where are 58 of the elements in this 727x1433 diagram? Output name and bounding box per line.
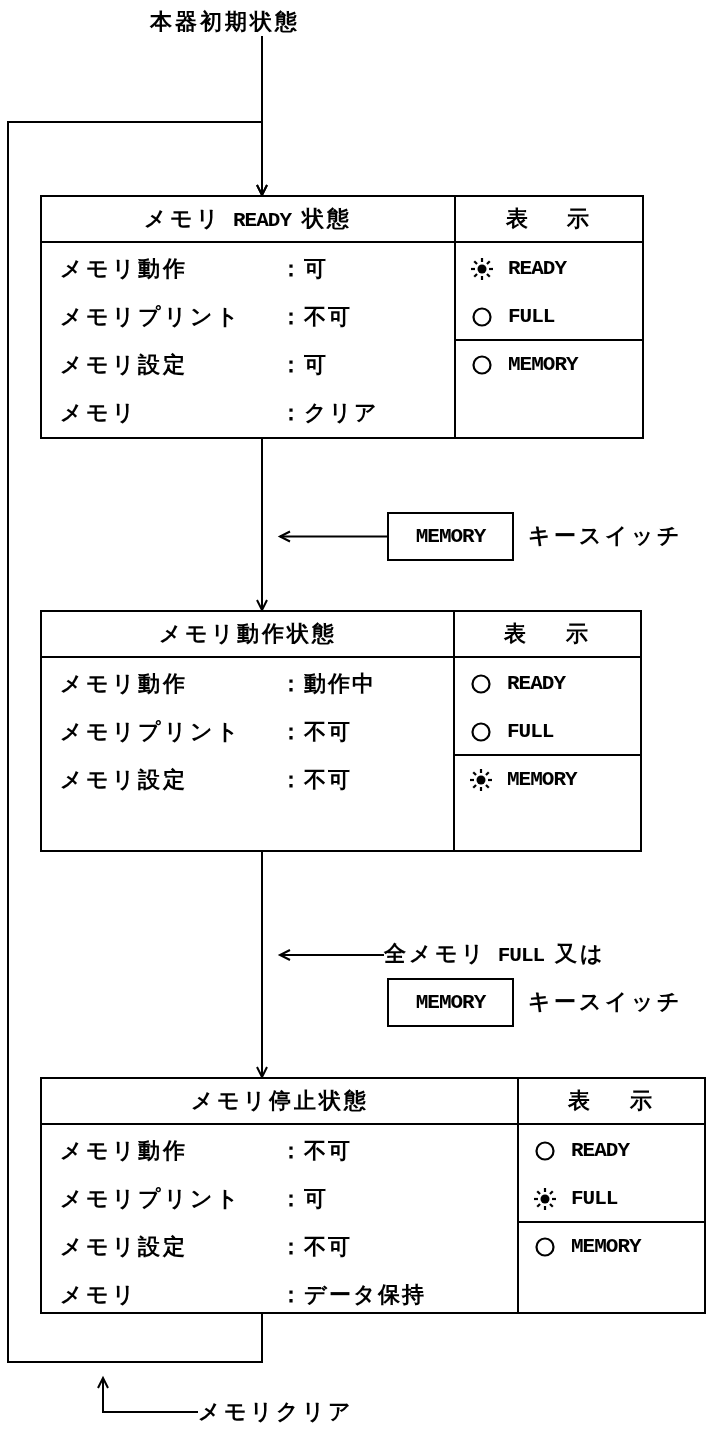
row-value: ：不可 — [280, 718, 352, 746]
lamp-label: MEMORY — [508, 352, 578, 378]
lamp-label: MEMORY — [571, 1234, 641, 1260]
state-label: メモリクリア — [198, 1398, 388, 1426]
arrow — [256, 851, 268, 1078]
row-value: ：動作中 — [280, 670, 376, 698]
row-label: メモリ動作 — [60, 670, 188, 698]
state-table — [40, 1077, 706, 1314]
state-label: 本器初期状態 — [150, 8, 360, 36]
key-box — [387, 978, 514, 1027]
row-value: ：可 — [280, 255, 328, 283]
row-label: メモリ — [60, 399, 138, 427]
row-label: メモリプリント — [60, 718, 242, 746]
table-heading: メモリ動作状態 — [158, 620, 337, 648]
lamp-label: READY — [571, 1138, 629, 1164]
row-label: メモリ — [60, 1281, 138, 1309]
key-caption: キースイッチ — [528, 522, 683, 550]
arrow — [279, 949, 385, 961]
display-panel — [453, 612, 640, 850]
row-label: メモリ動作 — [60, 255, 188, 283]
lamp-label: READY — [508, 256, 566, 282]
lamp-label: MEMORY — [507, 767, 577, 793]
arrow — [256, 438, 268, 611]
row-value: ：データ保持 — [280, 1281, 426, 1309]
row-value: ：不可 — [280, 766, 352, 794]
row-label: メモリ設定 — [60, 766, 188, 794]
key-caption: キースイッチ — [528, 988, 683, 1016]
display-panel — [517, 1079, 704, 1312]
arrow — [97, 1377, 199, 1413]
row-value: ：不可 — [280, 1233, 352, 1261]
arrow — [7, 121, 268, 1363]
panel-heading: 表 示 — [504, 620, 591, 648]
display-panel — [454, 197, 642, 437]
state-table — [40, 195, 644, 439]
row-value: ：不可 — [280, 1137, 352, 1165]
key-label: MEMORY — [415, 991, 486, 1014]
row-label: メモリ設定 — [60, 1233, 188, 1261]
lamp-label: FULL — [507, 719, 554, 745]
row-label: メモリ動作 — [60, 1137, 188, 1165]
state-label: 全メモリ FULL 又は — [384, 940, 684, 970]
row-value: ：クリア — [280, 399, 379, 427]
row-label: メモリプリント — [60, 1185, 242, 1213]
lamp-label: FULL — [571, 1186, 618, 1212]
table-heading: メモリ READY 状態 — [144, 205, 352, 234]
arrow — [279, 530, 388, 543]
row-label: メモリ設定 — [60, 351, 188, 379]
key-label: MEMORY — [415, 525, 486, 548]
panel-heading: 表 示 — [568, 1087, 655, 1115]
lamp-label: READY — [507, 671, 565, 697]
lamp-label: FULL — [508, 304, 555, 330]
table-heading: メモリ停止状態 — [190, 1087, 369, 1115]
key-box — [387, 512, 514, 561]
state-table — [40, 610, 642, 852]
row-label: メモリプリント — [60, 303, 242, 331]
row-value: ：不可 — [280, 303, 352, 331]
panel-heading: 表 示 — [505, 205, 593, 233]
row-value: ：可 — [280, 1185, 328, 1213]
row-value: ：可 — [280, 351, 328, 379]
